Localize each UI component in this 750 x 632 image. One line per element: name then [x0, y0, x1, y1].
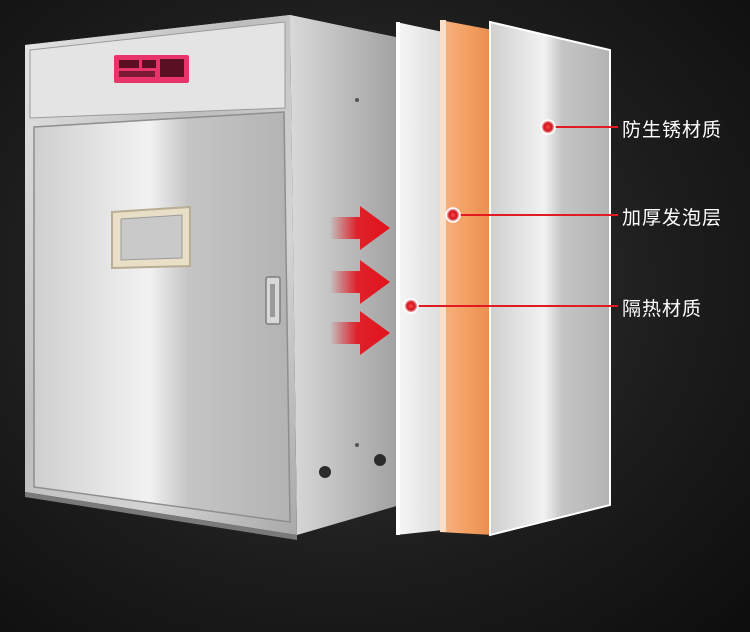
callout-dot-rust-proof: [540, 119, 556, 135]
heat-arrow-middle: [330, 260, 390, 304]
steel-panel: [489, 20, 611, 537]
viewing-window-glass: [120, 214, 183, 261]
screw-top: [355, 98, 359, 102]
control-display-3: [160, 59, 184, 77]
callout-insulation: [403, 298, 618, 314]
foam-panel: [440, 20, 493, 535]
door-handle-grip: [270, 284, 275, 317]
callout-foam: [445, 207, 618, 223]
control-buttons: [119, 71, 155, 77]
insulation-panel: [396, 22, 443, 535]
heat-arrows: [330, 206, 390, 355]
insulation-panel-edge: [396, 22, 400, 535]
insulation-layer: [396, 22, 443, 535]
callout-label-insulation: 隔热材质: [622, 298, 703, 320]
foam-layer: [440, 20, 493, 535]
screw-bottom: [355, 443, 359, 447]
cabinet-door: [33, 111, 291, 523]
callout-dot-insulation: [403, 298, 419, 314]
callout-label-rust-proof: 防生锈材质: [622, 119, 723, 141]
heat-arrow-bottom: [330, 311, 390, 355]
vent-hole-right: [374, 454, 386, 466]
foam-panel-edge: [440, 20, 446, 532]
callout-rust-proof: [540, 119, 618, 135]
callout-label-foam: 加厚发泡层: [622, 207, 723, 229]
heat-arrow-top: [330, 206, 390, 250]
control-display-2: [142, 60, 156, 68]
cabinet-base: [25, 492, 297, 540]
steel-layer: [489, 20, 611, 537]
vent-hole-left: [319, 466, 331, 478]
callout-dot-foam: [445, 207, 461, 223]
control-display-1: [119, 60, 139, 68]
